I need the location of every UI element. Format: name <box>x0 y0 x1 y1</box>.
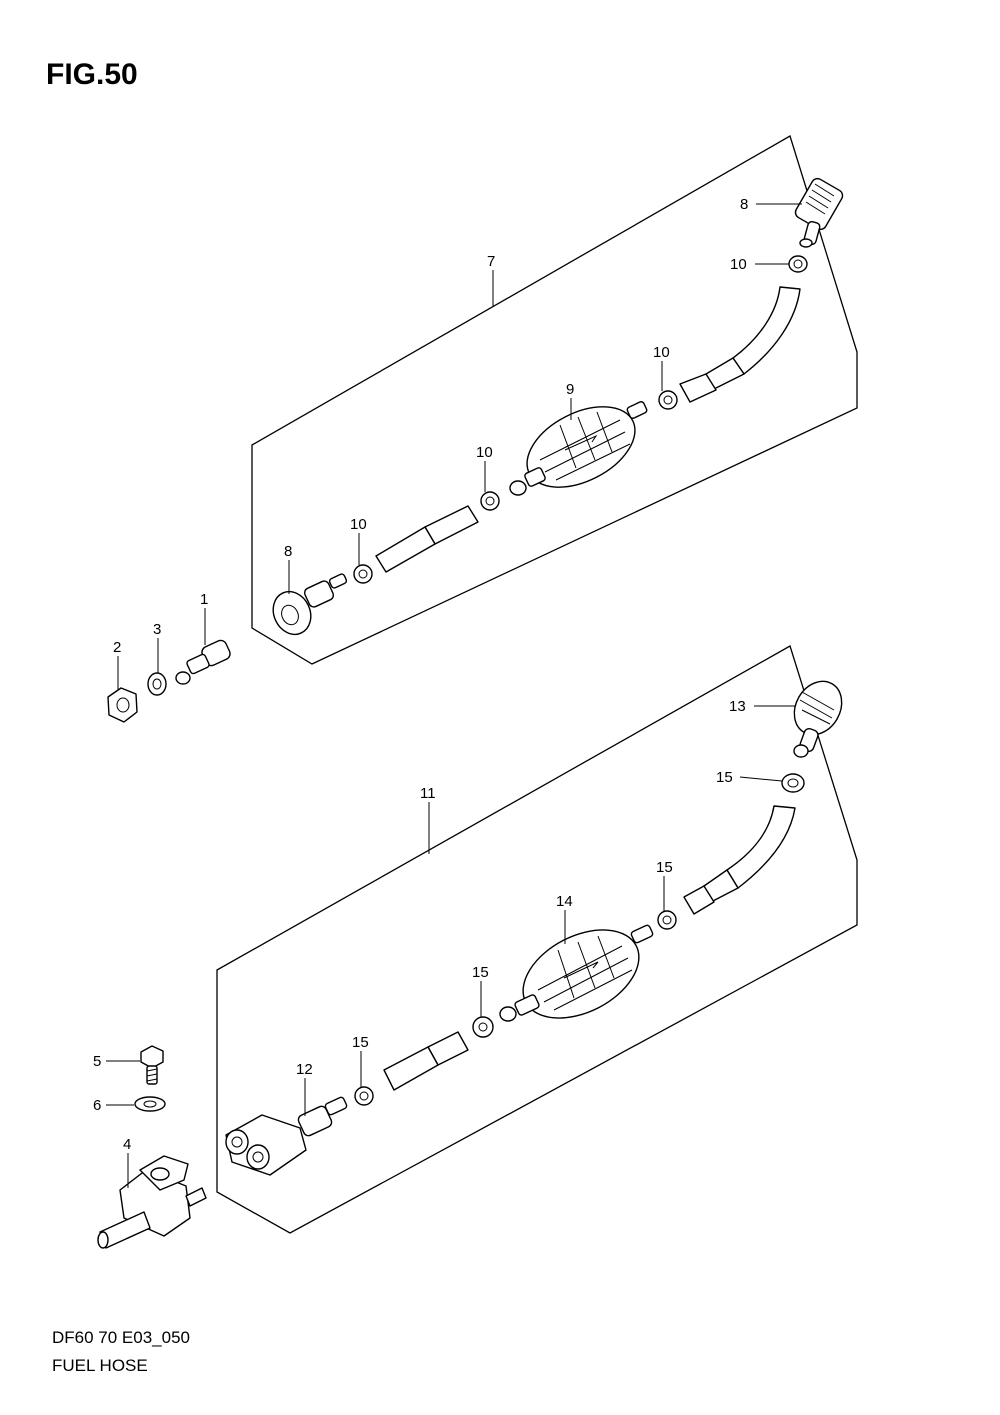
callout-label-15-right: 15 <box>656 859 673 876</box>
callout-6: 6 <box>93 1097 134 1114</box>
callout-2: 2 <box>113 639 121 690</box>
hose-lower-curved <box>683 805 796 915</box>
callout-label-15-left: 15 <box>352 1034 369 1051</box>
callout-4: 4 <box>123 1136 131 1188</box>
callout-label-14: 14 <box>556 893 573 910</box>
callout-7: 7 <box>487 253 495 306</box>
callout-8-bottom: 8 <box>284 543 292 594</box>
part-15-clip-left <box>354 1086 374 1106</box>
assembly-11-frame <box>216 645 858 1234</box>
diagram-code: DF60 70 E03_050 <box>52 1328 190 1347</box>
part-8-engine-connector <box>272 573 348 636</box>
callout-12: 12 <box>296 1061 313 1116</box>
part-15-clip-right <box>657 910 677 930</box>
diagram-name: FUEL HOSE <box>52 1356 148 1375</box>
part-9-primer-bulb <box>509 401 648 496</box>
callout-label-9: 9 <box>566 381 574 398</box>
callout-8-top: 8 <box>740 196 802 213</box>
callout-label-10-top: 10 <box>730 256 747 273</box>
part-5-bolt <box>140 1045 164 1085</box>
part-1-fitting <box>175 639 231 685</box>
callout-label-1: 1 <box>200 591 208 608</box>
callout-14: 14 <box>556 893 573 944</box>
part-15-clip-middle <box>472 1016 494 1038</box>
part-15-clip-top <box>781 773 805 793</box>
callout-label-8-top: 8 <box>740 196 748 213</box>
callout-10-top: 10 <box>730 256 789 273</box>
hose-upper-straight <box>375 505 479 573</box>
part-14-primer-bulb <box>499 924 654 1022</box>
callout-13: 13 <box>729 698 796 715</box>
callout-9: 9 <box>566 381 574 420</box>
callout-3: 3 <box>153 621 161 673</box>
callout-label-15-middle: 15 <box>472 964 489 981</box>
assembly-7-frame <box>251 135 858 665</box>
callout-label-10-middle: 10 <box>476 444 493 461</box>
callout-5: 5 <box>93 1053 140 1070</box>
part-10-clip-middle <box>480 491 500 511</box>
callout-label-6: 6 <box>93 1097 101 1114</box>
part-10-clip-left <box>353 564 373 584</box>
part-2-nut <box>107 687 138 723</box>
callout-1: 1 <box>200 591 208 645</box>
callout-label-5: 5 <box>93 1053 101 1070</box>
callout-10-right: 10 <box>653 344 670 391</box>
callout-label-12: 12 <box>296 1061 313 1078</box>
callout-label-13: 13 <box>729 698 746 715</box>
callout-label-15-top: 15 <box>716 769 733 786</box>
callout-15-left: 15 <box>352 1034 369 1087</box>
callout-11: 11 <box>420 785 436 854</box>
hose-lower-straight <box>383 1031 469 1091</box>
callout-label-4: 4 <box>123 1136 131 1153</box>
callout-15-middle: 15 <box>472 964 489 1017</box>
callout-label-10-right: 10 <box>653 344 670 361</box>
hose-upper-curved <box>679 286 801 403</box>
callout-label-2: 2 <box>113 639 121 656</box>
part-8-tank-connector <box>794 177 844 248</box>
figure-title: FIG.50 <box>46 58 138 91</box>
callout-label-11: 11 <box>420 785 436 802</box>
callout-label-7: 7 <box>487 253 495 270</box>
part-3-washer <box>147 672 167 696</box>
callout-15-right: 15 <box>656 859 673 911</box>
callout-label-3: 3 <box>153 621 161 638</box>
callout-10-middle: 10 <box>476 444 493 492</box>
callout-label-8-bottom: 8 <box>284 543 292 560</box>
part-6-washer <box>134 1096 166 1112</box>
callout-label-10-left: 10 <box>350 516 367 533</box>
part-10-clip-right <box>658 390 678 410</box>
callout-15-top: 15 <box>716 769 783 786</box>
part-13-tank-connector <box>793 680 843 758</box>
part-4-valve <box>97 1155 207 1249</box>
part-10-clip-top <box>788 255 808 273</box>
part-12-engine-connector <box>225 1096 348 1176</box>
callout-10-left: 10 <box>350 516 367 565</box>
